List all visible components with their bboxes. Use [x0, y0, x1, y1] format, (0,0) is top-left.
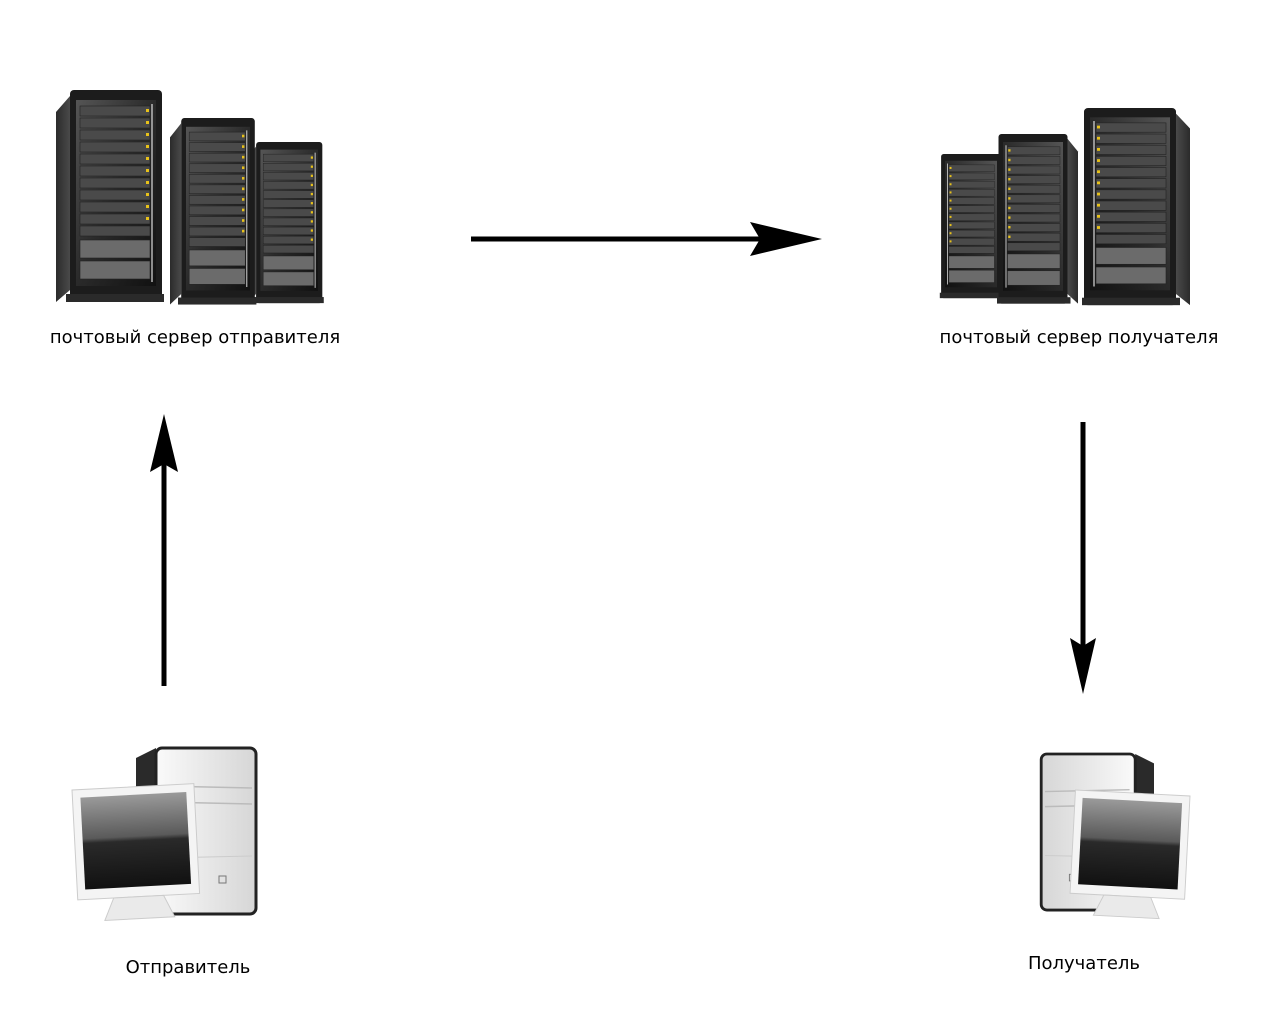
receiver-computer-icon	[1039, 752, 1191, 921]
receiver-server-icon	[939, 107, 1191, 306]
receiver-label: Получатель	[1027, 953, 1141, 974]
sender-computer-icon	[71, 746, 258, 923]
arrow-sender-server-to-receiver-server	[471, 222, 822, 256]
sender-label: Отправитель	[125, 957, 251, 978]
arrow-sender-to-sender-server	[150, 414, 178, 686]
receiver-server-label: почтовый сервер получателя	[939, 327, 1219, 348]
sender-server-label: почтовый сервер отправителя	[49, 327, 341, 348]
arrow-receiver-server-to-receiver	[1070, 422, 1096, 694]
sender-server-icon	[55, 89, 325, 306]
